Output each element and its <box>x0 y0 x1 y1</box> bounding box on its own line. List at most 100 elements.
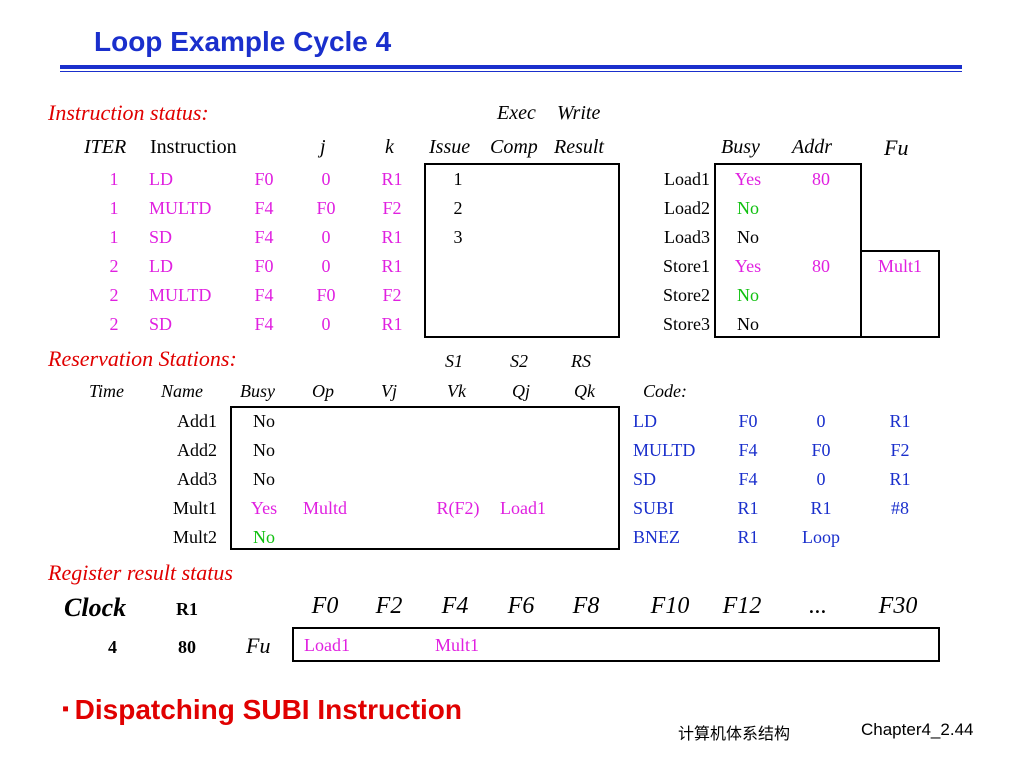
inst-k: R1 <box>381 169 403 189</box>
rs-qj: Load1 <box>500 498 546 518</box>
code-op: LD <box>633 411 657 431</box>
code-arg-3: R1 <box>889 469 911 489</box>
inst-op: MULTD <box>149 198 212 218</box>
rs-busy: No <box>253 411 275 431</box>
header-j: j <box>320 136 326 158</box>
header-instruction: Instruction <box>150 136 237 158</box>
header-fu: Fu <box>884 135 909 160</box>
code-arg-3: #8 <box>891 498 909 518</box>
register-header: F12 <box>722 593 762 619</box>
code-op: SUBI <box>633 498 675 518</box>
code-arg-1: F0 <box>738 411 758 431</box>
inst-k: F2 <box>382 285 402 305</box>
code-arg-1: F4 <box>738 469 758 489</box>
rs-vk: R(F2) <box>436 498 480 518</box>
instruction-status-label: Instruction status: <box>48 100 209 125</box>
rs-header-op: Op <box>312 381 334 401</box>
page-title: Loop Example Cycle 4 <box>94 26 392 57</box>
buffer-name: Store3 <box>663 314 710 334</box>
register-header: F30 <box>878 593 918 619</box>
header-addr: Addr <box>792 136 832 158</box>
r1-label: R1 <box>176 599 198 619</box>
header-result: Result <box>554 136 604 158</box>
inst-j: 0 <box>321 256 331 276</box>
buffer-busy: No <box>737 314 759 334</box>
header-busy: Busy <box>721 136 760 158</box>
inst-iter: 2 <box>109 256 119 276</box>
buffer-busy: No <box>737 227 759 247</box>
buffer-name: Store2 <box>663 285 710 305</box>
clock-label: Clock <box>64 593 127 622</box>
inst-iter: 2 <box>109 285 119 305</box>
code-arg-3: F2 <box>890 440 910 460</box>
inst-k: F2 <box>382 198 402 218</box>
header-s1: S1 <box>445 351 463 371</box>
clock-value: 4 <box>108 637 117 657</box>
inst-issue: 3 <box>453 227 463 247</box>
register-result-label: Register result status <box>48 560 233 585</box>
buffer-addr: 80 <box>812 169 830 189</box>
code-arg-1: F4 <box>738 440 758 460</box>
code-arg-2: F0 <box>811 440 831 460</box>
rs-header-time: Time <box>89 381 125 401</box>
header-issue: Issue <box>429 136 471 158</box>
header-k: k <box>385 136 394 158</box>
inst-op: LD <box>149 169 173 189</box>
code-op: BNEZ <box>633 527 680 547</box>
code-arg-3: R1 <box>889 411 911 431</box>
inst-k: R1 <box>381 227 403 247</box>
header-s2: S2 <box>510 351 528 371</box>
buffer-addr: 80 <box>812 256 830 276</box>
buffer-busy: Yes <box>734 256 762 276</box>
code-arg-1: R1 <box>737 527 759 547</box>
inst-issue: 2 <box>453 198 463 218</box>
rs-name: Mult2 <box>172 527 217 547</box>
r1-value: 80 <box>178 637 196 657</box>
rs-header-qj: Qj <box>512 381 530 401</box>
inst-dest: F4 <box>254 314 274 334</box>
buffer-busy: No <box>737 198 759 218</box>
register-header: F6 <box>507 593 535 619</box>
inst-dest: F4 <box>254 227 274 247</box>
inst-issue: 1 <box>453 169 463 189</box>
inst-j: 0 <box>321 227 331 247</box>
rs-op: Multd <box>302 498 347 518</box>
bullet-marker: ▪ <box>62 698 75 720</box>
rs-busy: No <box>253 440 275 460</box>
code-op: MULTD <box>633 440 696 460</box>
rs-name: Add3 <box>177 469 217 489</box>
rs-busy: Yes <box>250 498 278 518</box>
footer-chapter: Chapter4_2.44 <box>861 720 974 739</box>
code-arg-2: 0 <box>816 411 826 431</box>
inst-j: F0 <box>316 198 336 218</box>
inst-op: LD <box>149 256 173 276</box>
register-header: F2 <box>375 593 403 619</box>
rs-header-qk: Qk <box>574 381 595 401</box>
buffer-fu: Mult1 <box>877 256 922 276</box>
rs-busy: No <box>253 469 275 489</box>
inst-iter: 2 <box>109 314 119 334</box>
store-fu-box <box>860 250 940 338</box>
register-fu-value: Load1 <box>304 635 350 655</box>
inst-j: 0 <box>321 169 331 189</box>
rs-busy: No <box>253 527 275 547</box>
buffer-busy: Yes <box>734 169 762 189</box>
header-iter: ITER <box>84 136 127 158</box>
code-header: Code: <box>643 381 687 401</box>
buffer-name: Store1 <box>663 256 710 276</box>
inst-dest: F4 <box>254 198 274 218</box>
inst-dest: F4 <box>254 285 274 305</box>
inst-dest: F0 <box>254 169 274 189</box>
instruction-status-box <box>424 163 620 338</box>
write-label: Write <box>557 102 601 124</box>
register-fu-value: Mult1 <box>434 635 479 655</box>
code-arg-1: R1 <box>737 498 759 518</box>
inst-op: MULTD <box>149 285 212 305</box>
buffer-name: Load3 <box>664 227 710 247</box>
rs-name: Add1 <box>177 411 217 431</box>
rs-header-busy: Busy <box>240 381 275 401</box>
register-header: F8 <box>572 593 600 619</box>
buffer-name: Load1 <box>664 169 710 189</box>
bullet-text: ▪ Dispatching SUBI Instruction <box>62 694 462 726</box>
title-rule-thin <box>60 71 962 72</box>
